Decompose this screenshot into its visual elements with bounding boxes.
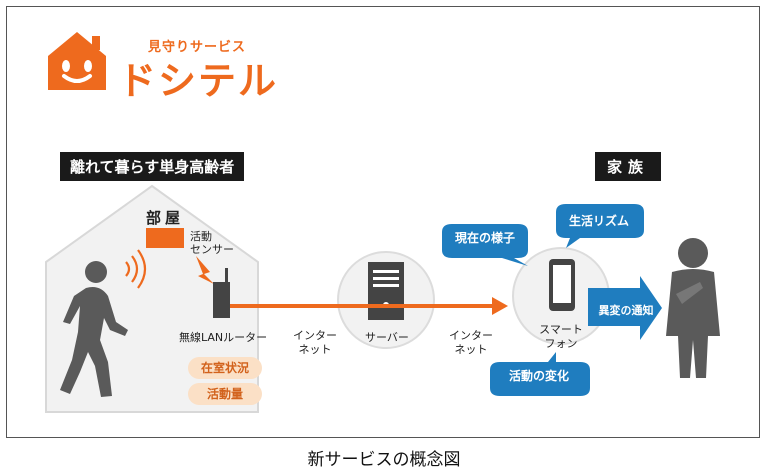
internet-label-2: インター ネット bbox=[446, 329, 496, 357]
router-icon bbox=[213, 268, 230, 318]
connection-arrowhead bbox=[492, 297, 508, 315]
alert-arrow bbox=[588, 276, 662, 340]
bubble-life-rhythm-text: 生活リズム bbox=[568, 214, 629, 228]
logo-subtitle: 見守りサービス bbox=[148, 40, 247, 55]
status-pill-presence: 在室状況 bbox=[188, 357, 262, 379]
bubble-activity-change-text: 活動の変化 bbox=[508, 369, 569, 383]
logo-name: ドシテル bbox=[118, 59, 279, 103]
alert-arrow-text: 異変の通知 bbox=[598, 304, 654, 317]
smartphone-label: スマート フォン bbox=[537, 323, 585, 351]
internet-label-2-line2: ネット bbox=[454, 343, 488, 356]
elderly-label: 離れて暮らす単身高齢者 bbox=[60, 152, 245, 181]
elderly-person-icon bbox=[60, 261, 128, 397]
bubble-current-state bbox=[442, 224, 528, 266]
server-label: サーバー bbox=[365, 331, 409, 344]
status-pill-activity: 活動量 bbox=[188, 383, 262, 405]
bubble-life-rhythm bbox=[556, 204, 644, 248]
internet-label-1-line1: インター bbox=[293, 329, 337, 342]
family-person-icon bbox=[666, 238, 720, 378]
internet-label-1-line2: ネット bbox=[298, 343, 332, 356]
router-label: 無線LANルーター bbox=[179, 331, 268, 344]
sensor-label-line2: センサー bbox=[190, 243, 234, 256]
figure-caption: 新サービスの概念図 bbox=[307, 450, 461, 470]
internet-label-1: インター ネット bbox=[290, 329, 340, 357]
internet-label-2-line1: インター bbox=[449, 329, 493, 342]
sensor-label: 活動 センサー bbox=[190, 230, 234, 256]
room-title: 部屋 bbox=[146, 209, 185, 227]
diagram-frame bbox=[6, 6, 760, 438]
smartphone-label-line2: フォン bbox=[544, 337, 578, 350]
smartphone-icon bbox=[549, 259, 575, 311]
lightning-icon bbox=[196, 256, 214, 284]
logo-house-icon bbox=[48, 32, 106, 90]
smartphone-label-line1: スマート bbox=[539, 323, 583, 336]
server-icon bbox=[368, 262, 404, 320]
bubble-current-state-text: 現在の様子 bbox=[454, 231, 515, 245]
bubble-activity-change bbox=[490, 352, 590, 396]
sensor-label-line1: 活動 bbox=[190, 230, 212, 243]
activity-sensor-icon bbox=[146, 228, 184, 248]
signal-waves-icon bbox=[125, 249, 147, 289]
family-label: 家族 bbox=[595, 152, 662, 181]
